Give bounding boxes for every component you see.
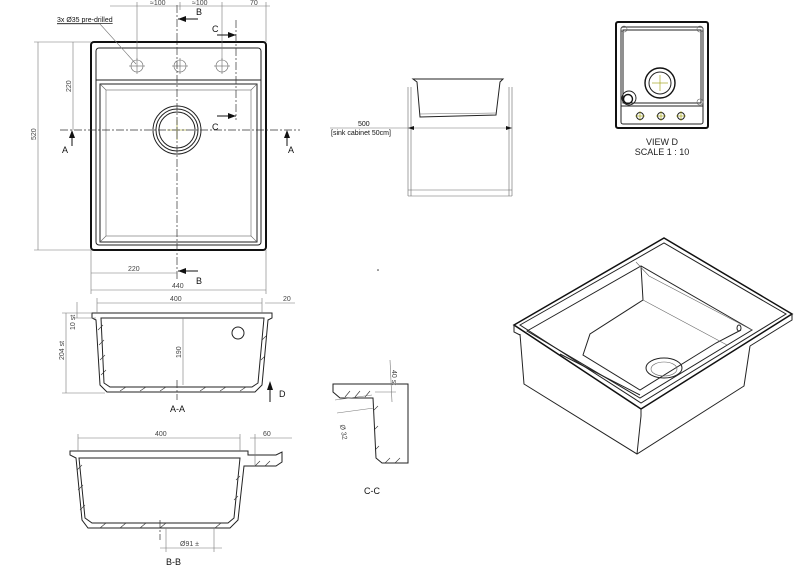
dim-label: 500	[358, 121, 370, 128]
overflow-hole	[231, 326, 245, 340]
dim-label: 400	[155, 431, 167, 438]
section-arrow-icon	[284, 130, 290, 146]
hole-note: 3x Ø35 pre-drilled	[57, 17, 113, 24]
overflow-icon	[621, 90, 637, 106]
view-label: D	[279, 389, 286, 399]
tap-hole-icon	[129, 58, 145, 74]
basin-floor	[105, 89, 252, 237]
section-label: A	[62, 145, 68, 155]
tap-hole-icon	[676, 111, 686, 121]
dim-label: 70	[250, 0, 258, 7]
dim-label: 204 st	[59, 341, 66, 360]
tap-hole-icon	[172, 58, 188, 74]
dim-label: 220	[128, 266, 140, 273]
section-label: B	[196, 276, 202, 286]
dim-label: Ø 32	[338, 424, 348, 440]
dim-label: 40 st	[390, 370, 397, 385]
section-arrow-icon	[69, 130, 75, 146]
dim-label: 60	[263, 431, 271, 438]
tap-hole-icon	[656, 111, 666, 121]
drain-icon	[644, 67, 676, 99]
view-title: VIEW D	[646, 137, 679, 147]
section-label: C	[212, 122, 219, 132]
section-arrow-icon	[217, 113, 236, 119]
drain-icon	[645, 357, 683, 379]
dim-note: [sink cabinet 50cm]	[331, 130, 391, 137]
tap-hole-icon	[635, 111, 645, 121]
section-title: A-A	[170, 404, 185, 414]
section-arrow-icon	[178, 16, 198, 22]
section-arrow-icon	[178, 268, 198, 274]
section-label: C	[212, 24, 219, 34]
section-bb: 400 60 Ø91 ± B-B	[69, 431, 292, 567]
dim-label: 10 st	[70, 315, 77, 330]
dim-label: Ø91 ±	[180, 541, 199, 548]
dim-label: 400	[170, 296, 182, 303]
rim-inner	[95, 47, 262, 246]
section-title: C-C	[364, 486, 380, 496]
dim-label: 220	[66, 80, 73, 92]
dim-label: 20	[283, 296, 291, 303]
section-aa: 400 20 204 st 10 st 190 A-A D	[59, 296, 295, 414]
dim-label: 440	[172, 283, 184, 290]
section-title: B-B	[166, 557, 181, 567]
sink-outline	[90, 41, 267, 251]
view-arrow-icon	[267, 381, 273, 402]
section-label: A	[288, 145, 294, 155]
dim-label: 520	[31, 128, 38, 140]
isometric-view	[512, 237, 794, 455]
view-scale: SCALE 1 : 10	[635, 147, 690, 157]
dim-label: ≈100	[150, 0, 166, 7]
view-d: VIEW D SCALE 1 : 10	[615, 21, 709, 157]
dim-label: 190	[176, 346, 183, 358]
cabinet-view: 500 [sink cabinet 50cm]	[330, 78, 513, 271]
basin-outline	[99, 83, 258, 243]
sink-side-outline	[411, 78, 505, 118]
dim-label: ≈100	[192, 0, 208, 7]
section-cc: 40 st Ø 32 C-C	[332, 359, 409, 496]
section-label: B	[196, 7, 202, 17]
section-arrow-icon	[217, 32, 236, 38]
top-view: ≈100 ≈100 70 3x Ø35 pre-drilled 520 220 …	[31, 0, 300, 294]
tap-hole-icon	[214, 58, 230, 74]
